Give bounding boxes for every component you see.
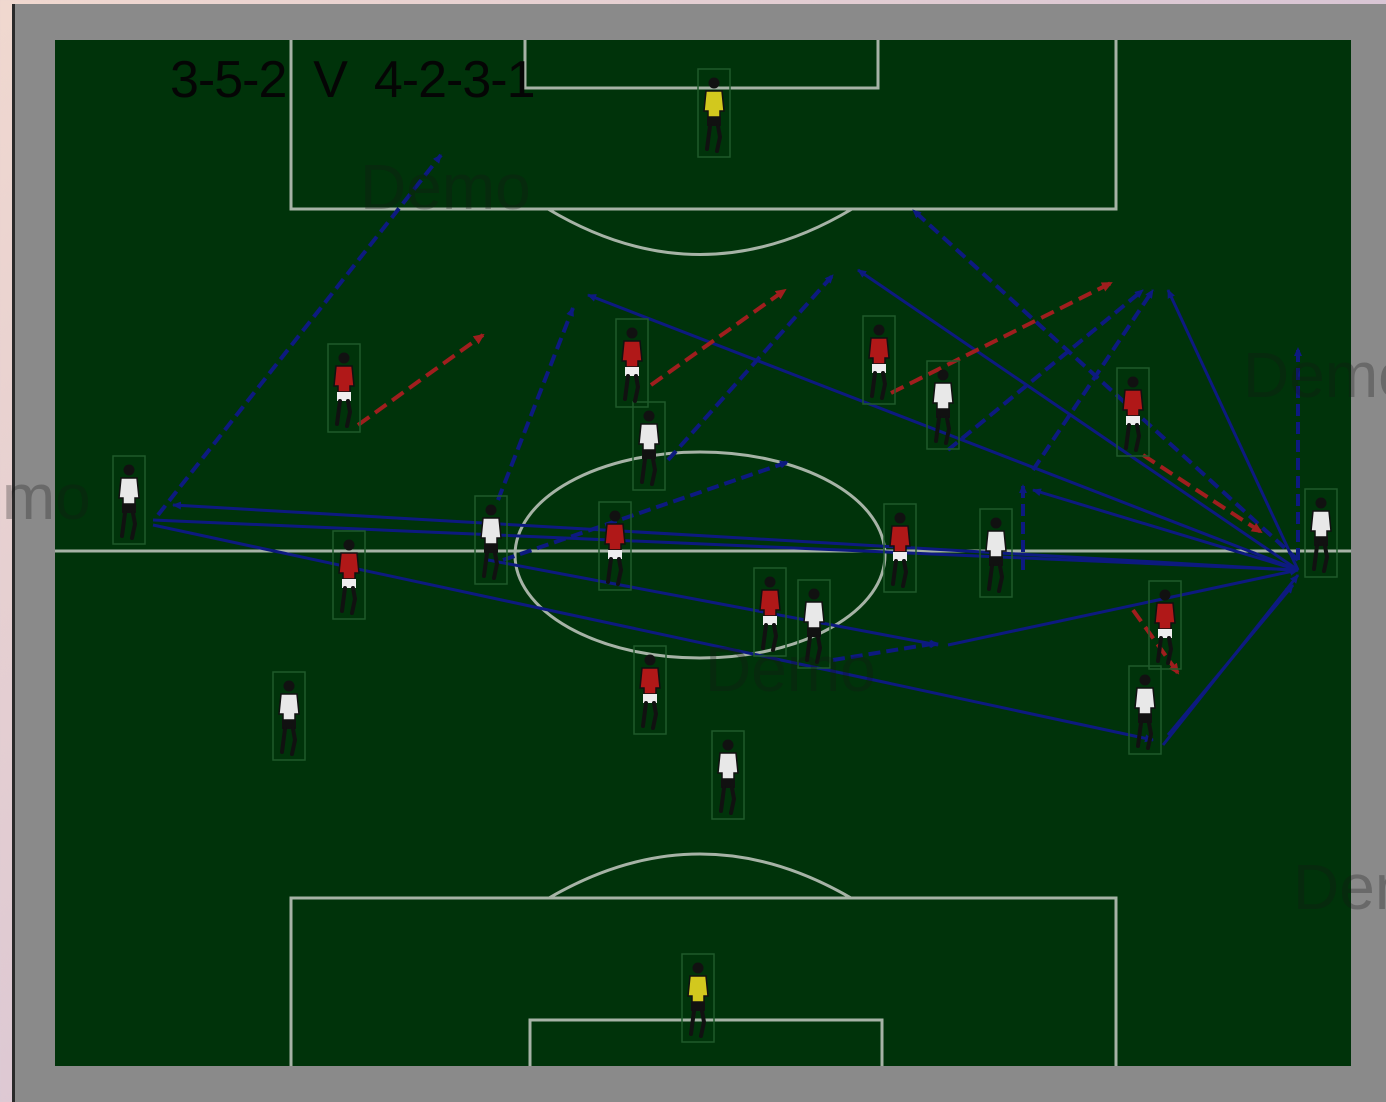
pitch-surface bbox=[55, 40, 1351, 1066]
pitch bbox=[15, 4, 1386, 1102]
diagram-frame bbox=[12, 4, 1386, 1102]
